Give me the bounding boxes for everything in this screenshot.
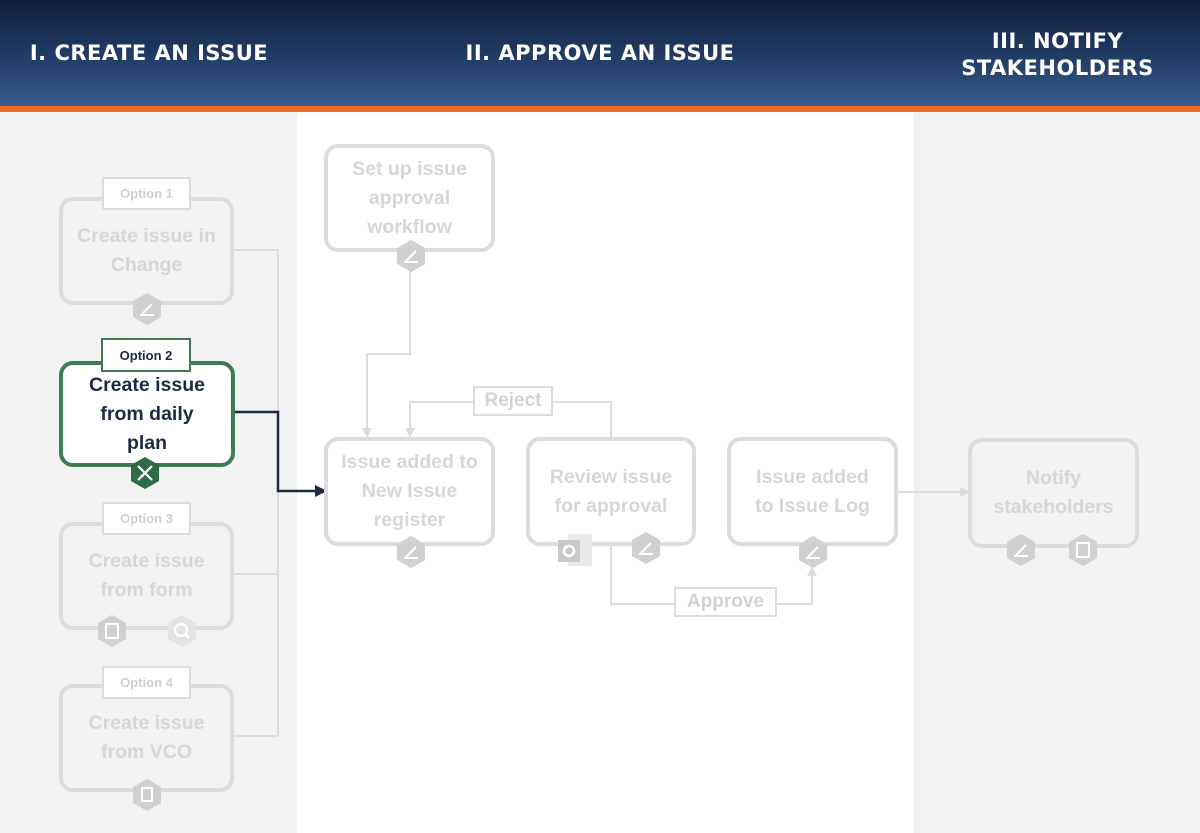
lane-notify — [914, 112, 1200, 833]
step-review-approval[interactable]: Review issue for approval — [526, 437, 696, 546]
form-icon — [98, 615, 126, 647]
documents-icon — [133, 779, 161, 811]
daily-plan-icon — [131, 457, 159, 489]
change-icon — [799, 536, 827, 568]
column-title-create: I. CREATE AN ISSUE — [29, 41, 269, 65]
option3-tag: Option 3 — [102, 502, 191, 535]
header-accent-line — [0, 106, 1200, 112]
step-notify-stakeholders[interactable]: Notify stakeholders — [968, 438, 1139, 548]
edge-label-reject: Reject — [473, 386, 553, 416]
change-icon — [397, 536, 425, 568]
change-icon — [397, 240, 425, 272]
option4-box[interactable]: Create issue from VCO — [59, 684, 234, 792]
search-icon — [168, 615, 196, 647]
option2-box[interactable]: Create issue from daily plan — [59, 361, 235, 467]
step-log-title: Issue added to Issue Log — [755, 465, 870, 517]
column-title-approve: II. APPROVE AN ISSUE — [465, 41, 735, 65]
option1-tag: Option 1 — [102, 177, 191, 210]
option4-tag: Option 4 — [102, 666, 191, 699]
step-review-title: Review issue for approval — [549, 465, 673, 517]
header-bar — [0, 0, 1200, 106]
outlook-icon — [558, 534, 592, 566]
option2-title: Create issue from daily plan — [89, 373, 205, 454]
change-icon — [632, 532, 660, 564]
step-added-log[interactable]: Issue added to Issue Log — [727, 437, 898, 546]
column-title-notify: III. NOTIFY STAKEHOLDERS — [961, 29, 1154, 80]
edge-label-approve: Approve — [674, 587, 777, 617]
change-icon — [1007, 534, 1035, 566]
option3-title: Create issue from form — [88, 550, 205, 601]
option4-title: Create issue from VCO — [88, 712, 205, 763]
option2-tag: Option 2 — [101, 338, 191, 372]
change-icon — [133, 293, 161, 325]
step-setup-title: Set up issue approval workflow — [352, 157, 467, 238]
option1-box[interactable]: Create issue in Change — [59, 197, 234, 305]
step-added-register[interactable]: Issue added to New Issue register — [324, 437, 495, 546]
option1-title: Create issue in Change — [77, 225, 216, 276]
form-icon — [1069, 534, 1097, 566]
step-setup-workflow[interactable]: Set up issue approval workflow — [324, 144, 495, 252]
step-register-title: Issue added to New Issue register — [341, 451, 478, 531]
option3-box[interactable]: Create issue from form — [59, 522, 234, 630]
step-notify-title: Notify stakeholders — [993, 467, 1114, 518]
